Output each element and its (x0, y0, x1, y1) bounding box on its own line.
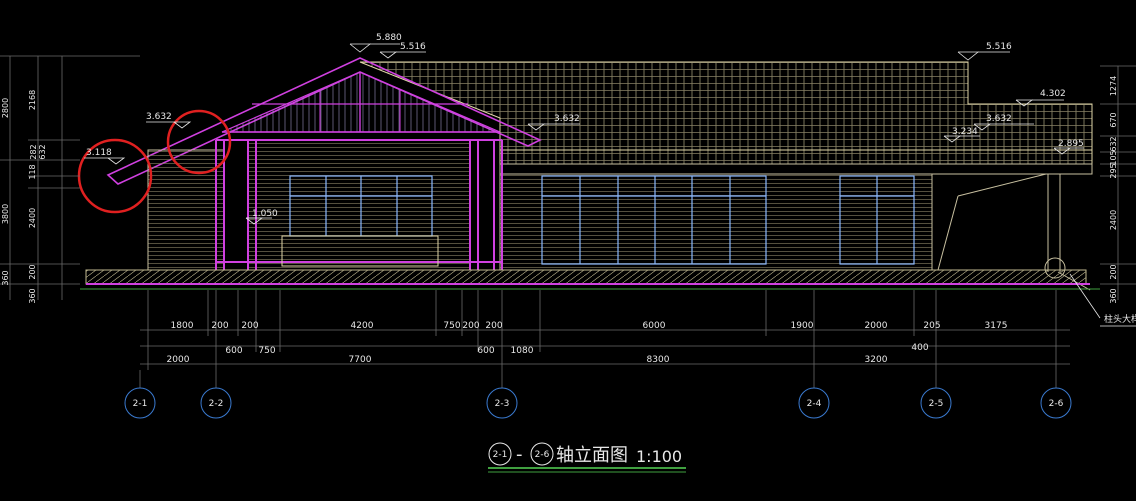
dim-row2-3: 1080 (511, 346, 534, 356)
dim-row1-11: 3175 (985, 321, 1008, 331)
axis-label-2-1: 2-1 (133, 399, 148, 409)
dim-row1-1: 200 (211, 321, 228, 331)
title-scale: 1:100 (636, 447, 682, 466)
elev-center-eave: 3.632 (554, 114, 580, 124)
title-axis-to: 2-6 (535, 450, 550, 460)
left-dimension-lines (0, 55, 140, 300)
dim-row2-4: 400 (911, 343, 928, 353)
axis-bubble-2-1[interactable]: 2-1 (124, 387, 156, 419)
axis-bubble-2-5[interactable]: 2-5 (920, 387, 952, 419)
axis-label-2-5: 2-5 (929, 399, 944, 409)
dimension-ticks (147, 290, 1057, 370)
dim-row1-8: 1900 (791, 321, 814, 331)
window-planter (281, 235, 439, 267)
right-dimension-lines (1100, 65, 1136, 300)
elev-window-sill: 1.050 (252, 209, 278, 219)
dim-right-3: 105 (1109, 150, 1118, 165)
dim-right-4: 295 (1109, 163, 1118, 178)
dim-row1-10: 205 (923, 321, 940, 331)
dim-right-0: 1274 (1109, 76, 1118, 96)
dim-left-outer-0: 2800 (1, 98, 10, 118)
window-right (839, 175, 915, 265)
dim-right-2: 632 (1109, 136, 1118, 151)
title-dash: - (516, 444, 523, 465)
elev-right-ridge: 5.516 (986, 42, 1012, 52)
dim-right-6: 200 (1109, 264, 1118, 279)
dim-left-outer-2: 360 (1, 270, 10, 285)
elev-ridge: 5.516 (400, 42, 426, 52)
elev-right-step: 4.302 (1040, 89, 1066, 99)
dim-row1-3: 4200 (351, 321, 374, 331)
axis-label-2-4: 2-4 (807, 399, 822, 409)
bottom-dimension-lines (140, 329, 1070, 365)
gable-roof (106, 57, 542, 185)
dim-left-inner-2: 118 (28, 164, 37, 179)
axis-bubble-2-3[interactable]: 2-3 (486, 387, 518, 419)
elev-left-eave-upper: 3.632 (146, 112, 172, 122)
dim-row1-4: 750 (443, 321, 460, 331)
axis-label-2-3: 2-3 (495, 399, 510, 409)
axis-bubble-2-2[interactable]: 2-2 (200, 387, 232, 419)
right-roof (359, 61, 1093, 175)
elev-ridge-top: 5.880 (376, 33, 402, 43)
dim-row1-2: 200 (241, 321, 258, 331)
dim-row2-1: 750 (258, 346, 275, 356)
axis-label-2-6: 2-6 (1049, 399, 1064, 409)
elev-right-eave: 3.632 (986, 114, 1012, 124)
dim-row3-2: 8300 (647, 355, 670, 365)
dim-row3-1: 7700 (349, 355, 372, 365)
dim-left-extra: 282 (29, 144, 38, 159)
title-axis-from: 2-1 (493, 450, 508, 460)
title-text: 轴立面图 (556, 445, 628, 466)
axis-label-2-2: 2-2 (209, 399, 224, 409)
dim-right-1: 670 (1109, 112, 1118, 127)
dim-row3-3: 3200 (865, 355, 888, 365)
axis-bubble-2-4[interactable]: 2-4 (798, 387, 830, 419)
dim-left-inner-3: 2400 (28, 208, 37, 228)
dim-left-inner-5: 360 (28, 288, 37, 303)
dim-row2-0: 600 (225, 346, 242, 356)
elevation-marks (84, 43, 1084, 225)
dim-left-inner-0: 2168 (28, 90, 37, 110)
dim-row1-7: 6000 (643, 321, 666, 331)
dim-row2-2: 600 (477, 346, 494, 356)
dim-row1-9: 2000 (865, 321, 888, 331)
elev-left-eave-lower: 3.118 (86, 148, 112, 158)
dim-row1-6: 200 (485, 321, 502, 331)
axis-bubble-2-6[interactable]: 2-6 (1040, 387, 1072, 419)
elev-right-eave-end: 2.895 (1058, 139, 1084, 149)
dim-left-inner-1: 632 (38, 144, 47, 159)
annotation-leader (1069, 273, 1101, 319)
axis-leader-lines (139, 370, 1057, 388)
dim-row1-5: 200 (462, 321, 479, 331)
column-detail-annotation: 柱头大样 (1104, 313, 1136, 325)
highlight-circle-eave-upper[interactable] (166, 109, 232, 175)
dim-left-inner-4: 200 (28, 264, 37, 279)
elev-right-eave-2: 3.234 (952, 127, 978, 137)
drawing-title: 2-1 - 2-6 轴立面图 1:100 (488, 442, 686, 473)
dim-right-7: 360 (1109, 288, 1118, 303)
ground-plinth (80, 269, 1100, 290)
dim-row3-0: 2000 (167, 355, 190, 365)
walls (147, 139, 933, 271)
dim-right-5: 2400 (1109, 210, 1118, 230)
window-center (541, 175, 767, 265)
dim-row1-0: 1800 (171, 321, 194, 331)
dim-left-outer-1: 3800 (1, 204, 10, 224)
